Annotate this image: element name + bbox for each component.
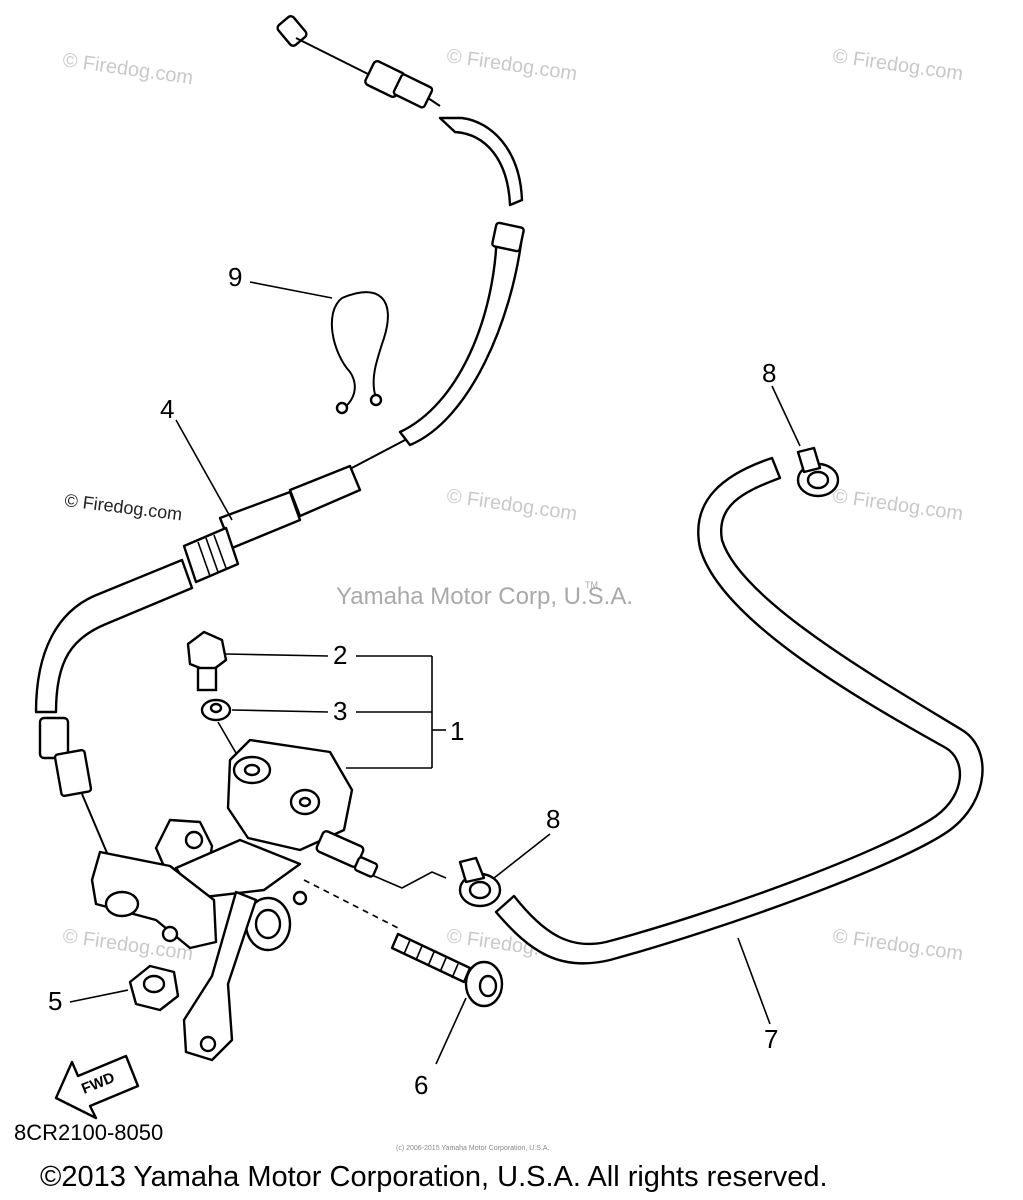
watermark-firedog: © Firedog.com xyxy=(445,45,578,85)
callout-2: 2 xyxy=(333,640,347,670)
watermark-corp: Yamaha Motor Corp, U.S.A. xyxy=(336,583,633,610)
leader-4 xyxy=(175,419,233,521)
leader-9 xyxy=(249,281,333,299)
clamp-loop-left xyxy=(330,297,356,409)
leader-8-upper xyxy=(771,385,801,447)
pump-control-arm xyxy=(182,890,258,1062)
part-number: 8CR2100-8050 xyxy=(14,1120,163,1145)
part-nut xyxy=(128,964,180,1012)
leader-2 xyxy=(225,653,329,657)
part-oil-hose xyxy=(494,456,984,965)
callout-4: 4 xyxy=(160,394,174,424)
watermark-tm: TM xyxy=(585,580,598,590)
leader-5 xyxy=(69,989,129,1003)
pump-lever-hole xyxy=(104,890,140,918)
callout-8-upper: 8 xyxy=(762,358,776,388)
part-hose-clip-upper xyxy=(796,446,840,498)
cable-adjuster-sleeve xyxy=(288,464,362,518)
cable-middle-sheath xyxy=(398,226,524,447)
callout-9: 9 xyxy=(228,262,242,292)
small-copyright-notice: (c) 2006-2015 Yamaha Motor Corporation, … xyxy=(396,1145,549,1152)
oil-hose-body xyxy=(494,456,984,965)
cable-lower-adjuster xyxy=(38,716,70,760)
watermark-firedog: © Firedog.com xyxy=(831,485,964,525)
part-cable xyxy=(34,15,525,861)
leader-lines xyxy=(69,281,801,1065)
part-washer xyxy=(200,698,232,722)
watermark-firedog: © Firedog.com xyxy=(445,485,578,525)
callout-6: 6 xyxy=(414,1070,428,1100)
callouts: 9 4 2 3 1 8 8 5 6 7 xyxy=(48,262,778,1100)
part-hose-clip-lower xyxy=(458,856,502,908)
leader-7 xyxy=(737,937,771,1025)
fwd-arrow-shape xyxy=(54,1054,140,1120)
cable-inner-wire xyxy=(347,439,406,471)
clamp-loop-right xyxy=(341,291,389,399)
part-oil-pump xyxy=(90,738,447,1062)
leader-6 xyxy=(435,997,467,1065)
callout-5: 5 xyxy=(48,986,62,1016)
cable-sheath-ferrule xyxy=(491,221,525,253)
copyright-notice: ©2013 Yamaha Motor Corporation, U.S.A. A… xyxy=(40,1161,828,1193)
fwd-arrow: FWD xyxy=(54,1054,140,1120)
callout-1: 1 xyxy=(450,716,464,746)
cable-wire-segment xyxy=(427,97,441,107)
cable-upper-nut xyxy=(392,73,434,109)
cable-lower-sheath xyxy=(34,558,194,714)
callout-3: 3 xyxy=(333,696,347,726)
leader-8-lower xyxy=(493,833,551,879)
part-clamp xyxy=(330,291,389,415)
cable-inner-wire xyxy=(81,793,111,861)
watermark-firedog: © Firedog.com xyxy=(831,45,964,85)
watermark-firedog: © Firedog.com xyxy=(61,49,194,89)
leader-3 xyxy=(231,709,329,713)
cable-lower-nut xyxy=(53,748,93,798)
cable-adjuster-nut xyxy=(182,526,240,584)
cable-inner-wire xyxy=(295,37,373,77)
part-screw xyxy=(390,932,504,1008)
watermark-firedog-dark: © Firedog.com xyxy=(64,490,184,524)
part-bolt-top xyxy=(186,630,228,692)
cable-upper-sheath xyxy=(438,116,524,207)
watermark-firedog: © Firedog.com xyxy=(831,925,964,965)
callout-7: 7 xyxy=(764,1024,778,1054)
callout-8-lower: 8 xyxy=(546,804,560,834)
